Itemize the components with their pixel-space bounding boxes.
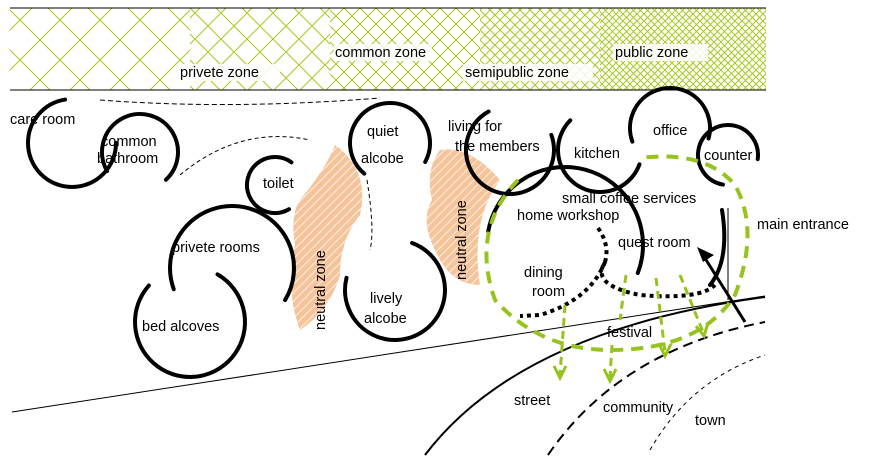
label-neutral-zone-left: neutral zone [313,250,329,330]
label-care-room: care room [10,112,75,128]
label-quest-room: quest room [618,235,691,251]
label-kitchen: kitchen [574,146,620,162]
label-street: street [514,393,550,409]
zone-label-common: common zone [335,45,426,61]
entrance-arrow [697,247,747,323]
label-living-1: living for [448,119,502,135]
dashed-boundary [99,97,381,106]
zone-label-private: privete zone [180,65,259,81]
neutral-zone-left [291,145,363,330]
activity-flow-loop [484,154,750,353]
label-counter: counter [704,148,753,164]
label-office: office [653,123,687,139]
label-neutral-zone-right: neutral zone [454,200,470,280]
zone-label-semipublic: semipublic zone [465,65,569,81]
label-lively-1: lively [370,291,403,307]
label-common-bathroom-2: bathroom [97,151,158,167]
dashed-boundary [366,179,373,251]
zone-gradient-band: privete zone common zone semipublic zone… [10,7,766,91]
label-lively-2: alcobe [364,311,407,327]
label-private-rooms: privete rooms [172,240,260,256]
label-toilet: toilet [263,176,294,192]
community-line [547,321,766,456]
label-dining-1: dining [524,265,563,281]
flow-arrows [552,274,710,385]
label-small-coffee: small coffee services [562,191,696,207]
dashed-boundary [179,136,311,176]
site-line [11,295,766,413]
street-line [424,296,766,456]
label-community: community [603,400,674,416]
label-town: town [695,413,726,429]
label-quiet-1: quiet [367,124,398,140]
label-quiet-2: alcobe [361,151,404,167]
room-bubbles [26,86,760,379]
label-main-entrance: main entrance [757,217,849,233]
label-living-2: the members [455,139,540,155]
label-festival: festival [607,325,652,341]
label-home-workshop: home workshop [517,208,619,224]
zone-label-public: public zone [615,45,688,61]
label-common-bathroom-1: common [101,134,157,150]
label-bed-alcoves: bed alcoves [142,319,219,335]
town-line [649,354,766,451]
label-dining-2: room [532,284,565,300]
